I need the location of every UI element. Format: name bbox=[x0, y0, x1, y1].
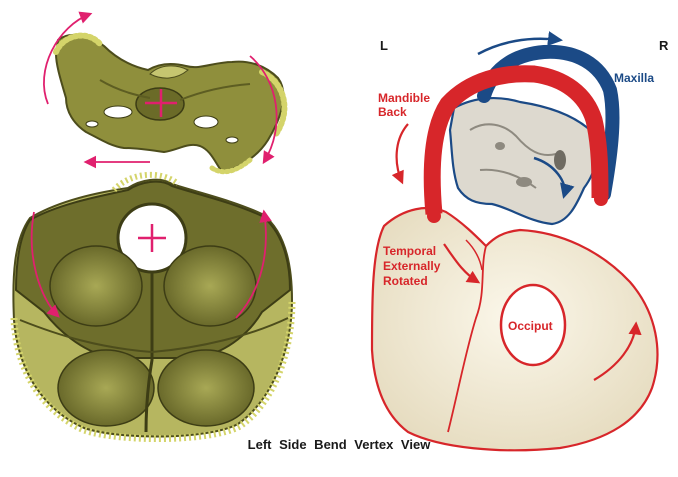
side-label-left: L bbox=[380, 38, 388, 53]
occipital-base-bone bbox=[13, 175, 292, 439]
figure-caption: Left Side Bend Vertex View bbox=[0, 437, 678, 452]
left-panel bbox=[13, 14, 292, 439]
mandible-back-arrow bbox=[397, 124, 408, 182]
temporal-label-line1: Temporal bbox=[383, 244, 436, 258]
sphenoid-bone bbox=[56, 35, 284, 172]
right-panel: L R Maxilla Mandible Back Temporal Exter… bbox=[372, 38, 669, 450]
occiput-label: Occiput bbox=[508, 319, 553, 333]
mandible-end-right bbox=[594, 192, 608, 206]
mandible-label-line2: Back bbox=[378, 105, 407, 119]
mandible-end-left bbox=[427, 209, 441, 223]
side-label-right: R bbox=[659, 38, 669, 53]
mandible-label-line1: Mandible bbox=[378, 91, 430, 105]
temporal-label-line2: Externally bbox=[383, 259, 441, 273]
maxilla-label: Maxilla bbox=[614, 71, 654, 85]
maxilla-bone bbox=[450, 98, 597, 224]
temporal-label-line3: Rotated bbox=[383, 274, 428, 288]
